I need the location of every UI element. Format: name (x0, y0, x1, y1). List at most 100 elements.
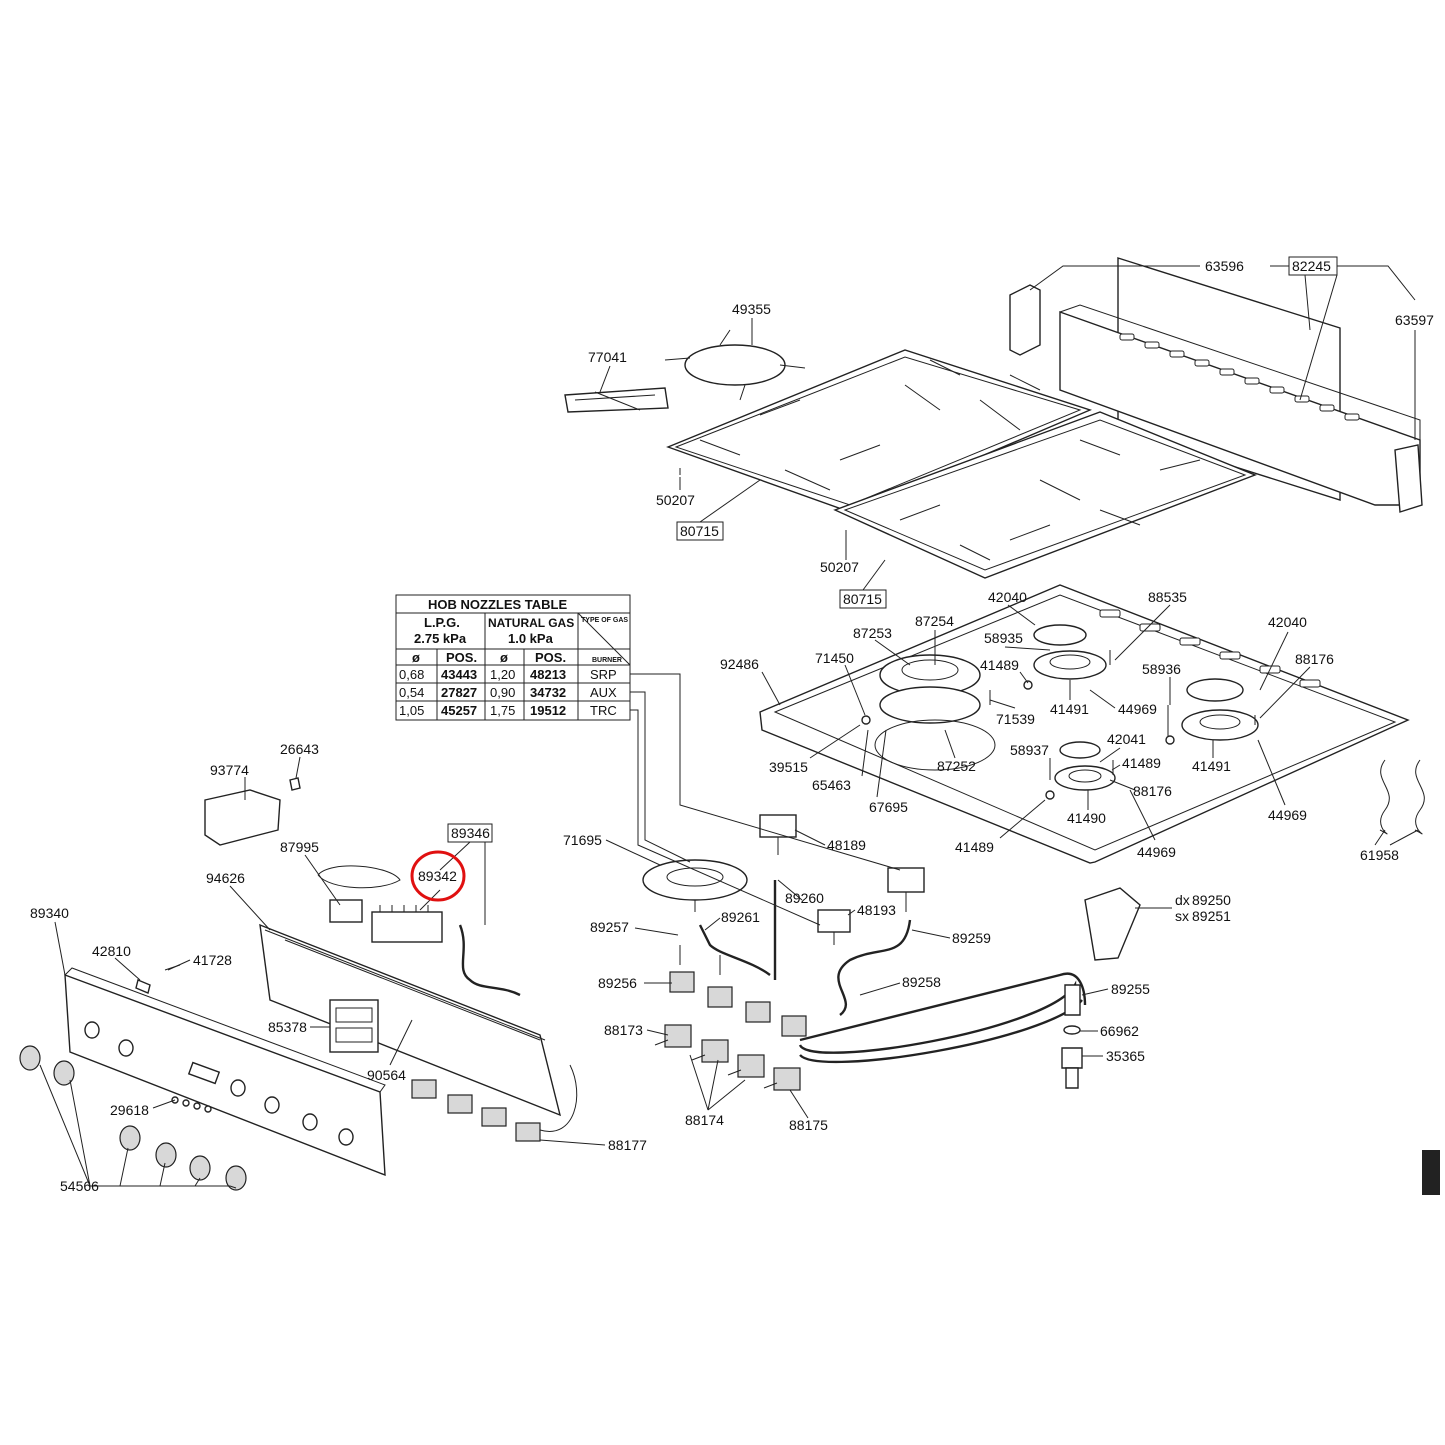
label-48189: 48189 (827, 837, 866, 853)
table-col-dia-lpg: ø (412, 650, 420, 665)
table-lpg-pressure: 2.75 kPa (414, 631, 467, 646)
label-44969-c: 44969 (1137, 844, 1176, 860)
pan-support-left (666, 349, 1092, 513)
label-49355: 49355 (732, 301, 771, 317)
row1-ng-dia: 1,20 (490, 667, 515, 682)
row1-lpg-dia: 0,68 (399, 667, 424, 682)
label-41490: 41490 (1067, 810, 1106, 826)
label-61958: 61958 (1360, 847, 1399, 863)
row2-lpg-pos: 27827 (441, 685, 477, 700)
burner-cap-71695 (642, 859, 748, 912)
label-87252: 87252 (937, 758, 976, 774)
label-63597: 63597 (1395, 312, 1434, 328)
label-89346: 89346 (451, 825, 490, 841)
label-94626: 94626 (206, 870, 245, 886)
label-44969-a: 44969 (1118, 701, 1157, 717)
label-44969-b: 44969 (1268, 807, 1307, 823)
table-lpg: L.P.G. (424, 615, 460, 630)
table-type-of-gas: TYPE OF GAS (581, 617, 628, 624)
label-65463: 65463 (812, 777, 851, 793)
label-87254: 87254 (915, 613, 954, 629)
label-29618: 29618 (110, 1102, 149, 1118)
label-93774: 93774 (210, 762, 249, 778)
control-panel-89340 (64, 967, 386, 1177)
label-80715-a: 80715 (680, 523, 719, 539)
label-41728: 41728 (193, 952, 232, 968)
nozzle-table-text: HOB NOZZLES TABLE L.P.G. 2.75 kPa NATURA… (399, 597, 628, 718)
row1-lpg-pos: 43443 (441, 667, 477, 682)
label-88176-b: 88176 (1133, 783, 1172, 799)
label-58937: 58937 (1010, 742, 1049, 758)
label-66962: 66962 (1100, 1023, 1139, 1039)
label-41489-c: 41489 (955, 839, 994, 855)
wiring-89346 (458, 924, 521, 997)
switches-88177 (411, 1064, 578, 1142)
label-89251: 89251 (1192, 908, 1231, 924)
label-87253: 87253 (853, 625, 892, 641)
thermocouple-48193 (817, 909, 851, 945)
table-col-dia-ng: ø (500, 650, 508, 665)
table-col-pos-lpg: POS. (446, 650, 477, 665)
buttons-29618 (171, 1096, 212, 1113)
label-89250: 89250 (1192, 892, 1231, 908)
part-labels: 63596 82245 63597 49355 77041 50207 8071… (30, 258, 1434, 1194)
chain-61958 (1379, 759, 1425, 835)
label-26643: 26643 (280, 741, 319, 757)
label-71450: 71450 (815, 650, 854, 666)
thermocouple-48189 (759, 814, 797, 855)
row1-ng-pos: 48213 (530, 667, 566, 682)
label-71539: 71539 (996, 711, 1035, 727)
regulator-89259 (887, 867, 925, 912)
bracket-89250 (1084, 887, 1141, 961)
valves-88173-88175 (654, 1024, 801, 1091)
label-92486: 92486 (720, 656, 759, 672)
label-42810: 42810 (92, 943, 131, 959)
label-88177: 88177 (608, 1137, 647, 1153)
label-89256: 89256 (598, 975, 637, 991)
bracket-93774 (204, 789, 281, 846)
row2-ng-pos: 34732 (530, 685, 566, 700)
label-sx: sx (1175, 908, 1189, 924)
label-89261: 89261 (721, 909, 760, 925)
clip-26643 (289, 777, 301, 791)
backsplash-assembly (1009, 257, 1423, 513)
label-48193: 48193 (857, 902, 896, 918)
label-42041: 42041 (1107, 731, 1146, 747)
clips-89256 (669, 971, 807, 1037)
label-41491-b: 41491 (1192, 758, 1231, 774)
label-88174: 88174 (685, 1112, 724, 1128)
label-82245: 82245 (1292, 258, 1331, 274)
label-89342: 89342 (418, 868, 457, 884)
label-67695: 67695 (869, 799, 908, 815)
knobs-54566 (19, 1045, 247, 1191)
row1-burner: SRP (590, 667, 617, 682)
label-89260: 89260 (785, 890, 824, 906)
label-89259: 89259 (952, 930, 991, 946)
table-col-burner: BURNER (592, 657, 622, 664)
label-88535: 88535 (1148, 589, 1187, 605)
table-ng: NATURAL GAS (488, 616, 574, 630)
label-41491-a: 41491 (1050, 701, 1089, 717)
hob-nozzles-table (395, 594, 631, 721)
label-89257: 89257 (590, 919, 629, 935)
terminal-block-89342 (371, 905, 443, 943)
clock-85378 (329, 999, 379, 1053)
label-50207-b: 50207 (820, 559, 859, 575)
panel-frame-94626 (259, 923, 562, 1117)
label-58936: 58936 (1142, 661, 1181, 677)
highlight-circle (410, 850, 466, 902)
table-col-pos-ng: POS. (535, 650, 566, 665)
label-89258: 89258 (902, 974, 941, 990)
label-88176-a: 88176 (1295, 651, 1334, 667)
label-89340: 89340 (30, 905, 69, 921)
row3-ng-dia: 1,75 (490, 703, 515, 718)
lamp-42810 (135, 979, 151, 994)
table-ng-pressure: 1.0 kPa (508, 631, 554, 646)
gas-pipes (679, 880, 1083, 1064)
row3-lpg-dia: 1,05 (399, 703, 424, 718)
label-35365: 35365 (1106, 1048, 1145, 1064)
label-42040-b: 42040 (1268, 614, 1307, 630)
row3-burner: TRC (590, 703, 617, 718)
